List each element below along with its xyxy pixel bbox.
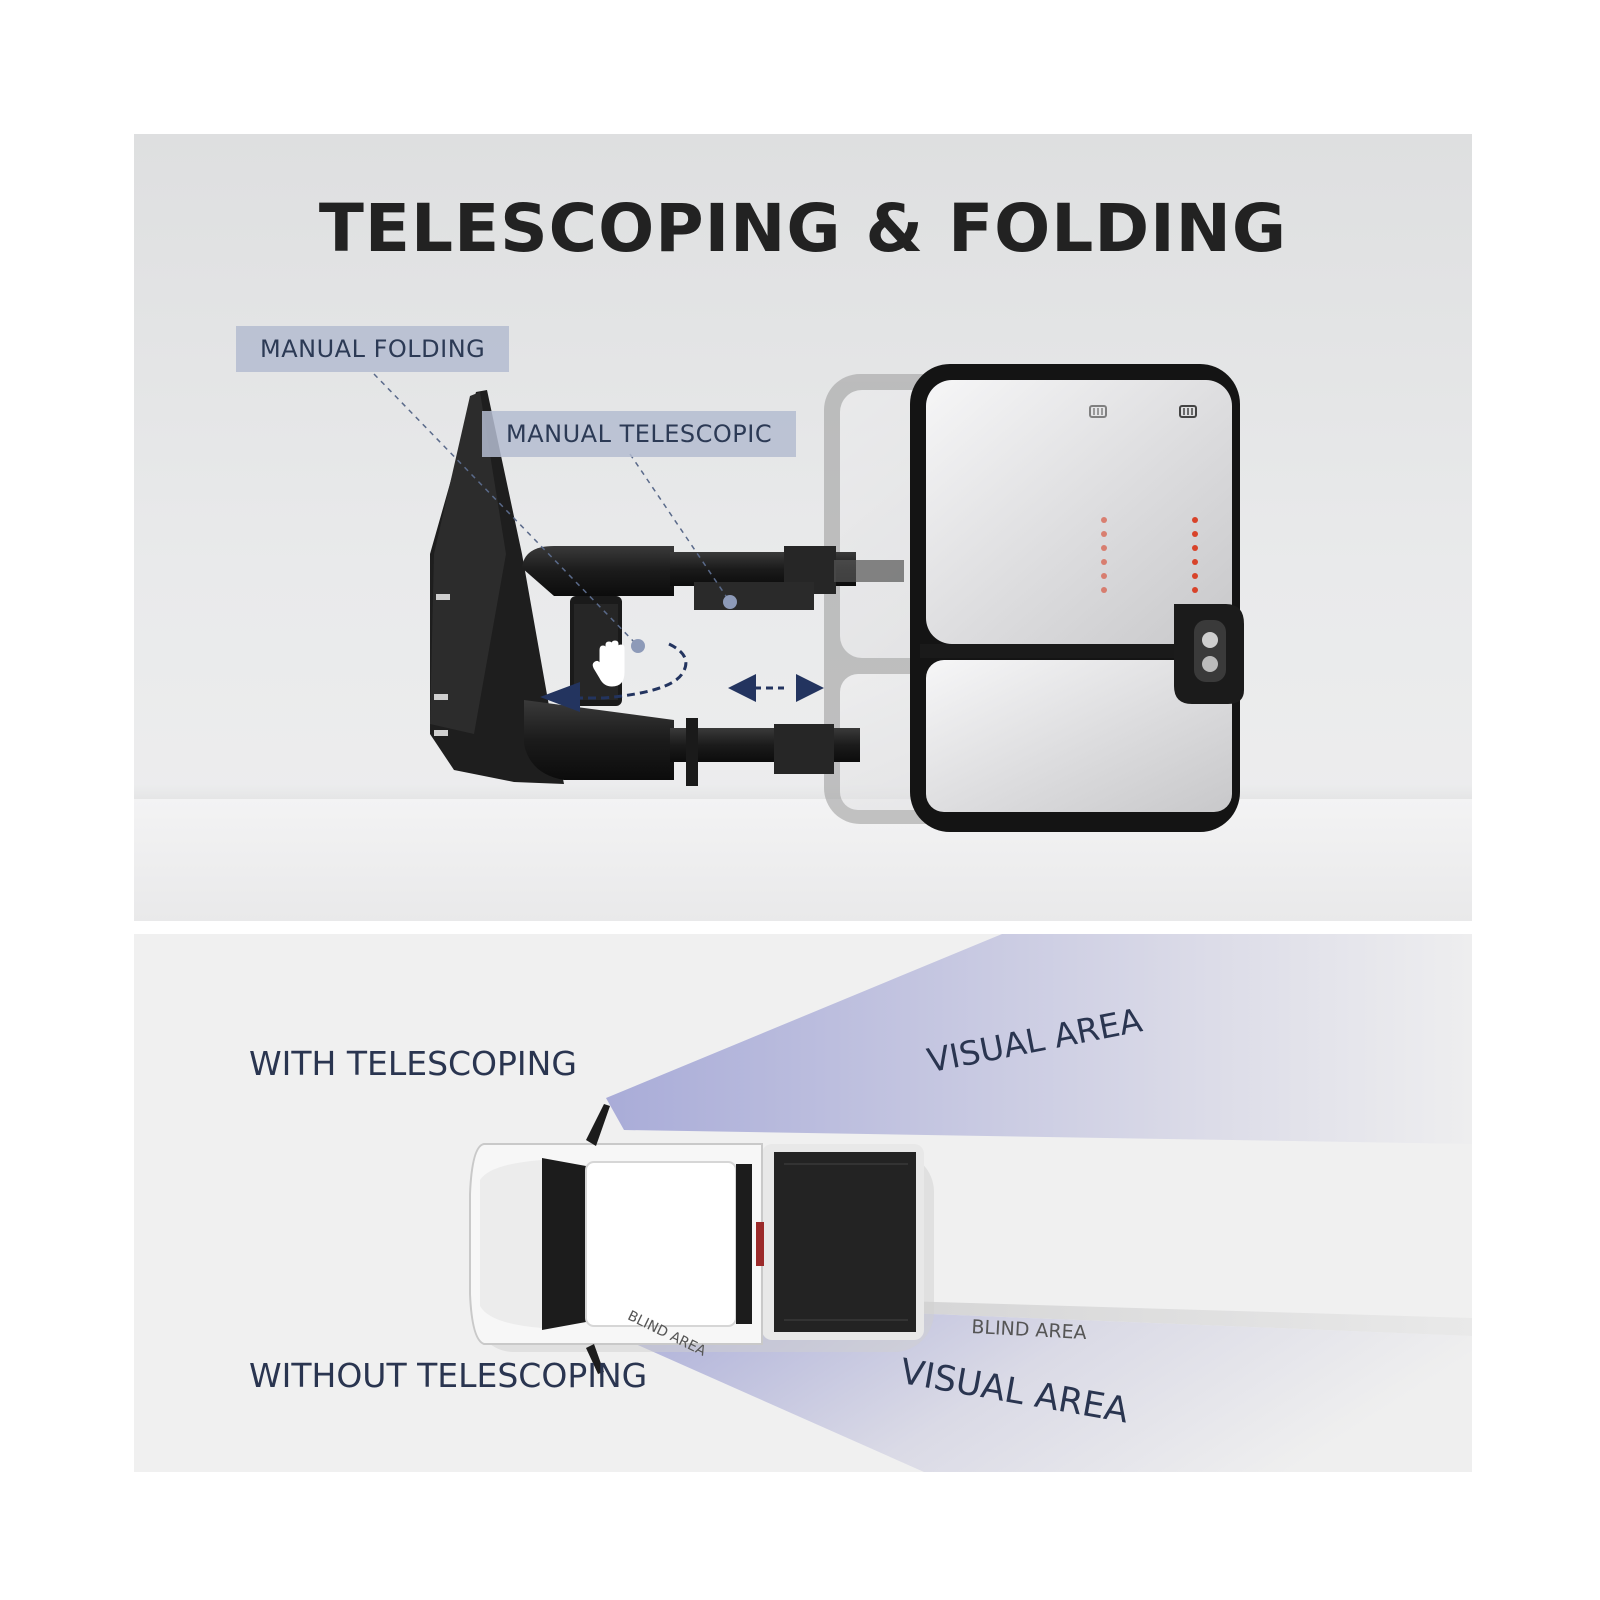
turn-signal-leds — [1192, 517, 1198, 593]
lower-arm — [524, 700, 860, 786]
tag-manual-telescopic: MANUAL TELESCOPIC — [482, 411, 797, 457]
label-without-telescoping: WITHOUT TELESCOPING — [249, 1356, 648, 1395]
callout-dot-telescopic — [723, 595, 737, 609]
front-mirror-head — [910, 364, 1244, 832]
page-title: TELESCOPING & FOLDING — [318, 190, 1288, 267]
heater-icon — [1179, 405, 1197, 418]
visual-area-beam-top — [606, 934, 1472, 1144]
upper-arm — [522, 546, 904, 610]
heater-icon — [1089, 405, 1107, 418]
telescoping-folding-panel: TELESCOPING & FOLDING — [134, 134, 1472, 921]
tag-manual-folding: MANUAL FOLDING — [236, 326, 510, 372]
hand-icon — [592, 640, 625, 687]
telescope-arrow-icon — [728, 674, 824, 702]
pickup-truck-top-view — [469, 1104, 934, 1374]
label-with-telescoping: WITH TELESCOPING — [249, 1044, 577, 1083]
mount-plate — [430, 390, 564, 784]
callout-dot-folding — [631, 639, 645, 653]
turn-signal-leds — [1101, 517, 1107, 593]
visual-area-comparison-panel: WITH TELESCOPING WITHOUT TELESCOPING VIS… — [134, 934, 1472, 1472]
display-shelf — [134, 799, 1472, 921]
truck-visibility-diagram — [469, 934, 1472, 1472]
callout-leaders — [373, 373, 731, 647]
fold-arrow-icon — [540, 642, 688, 712]
towing-mirror-illustration — [373, 364, 1244, 832]
